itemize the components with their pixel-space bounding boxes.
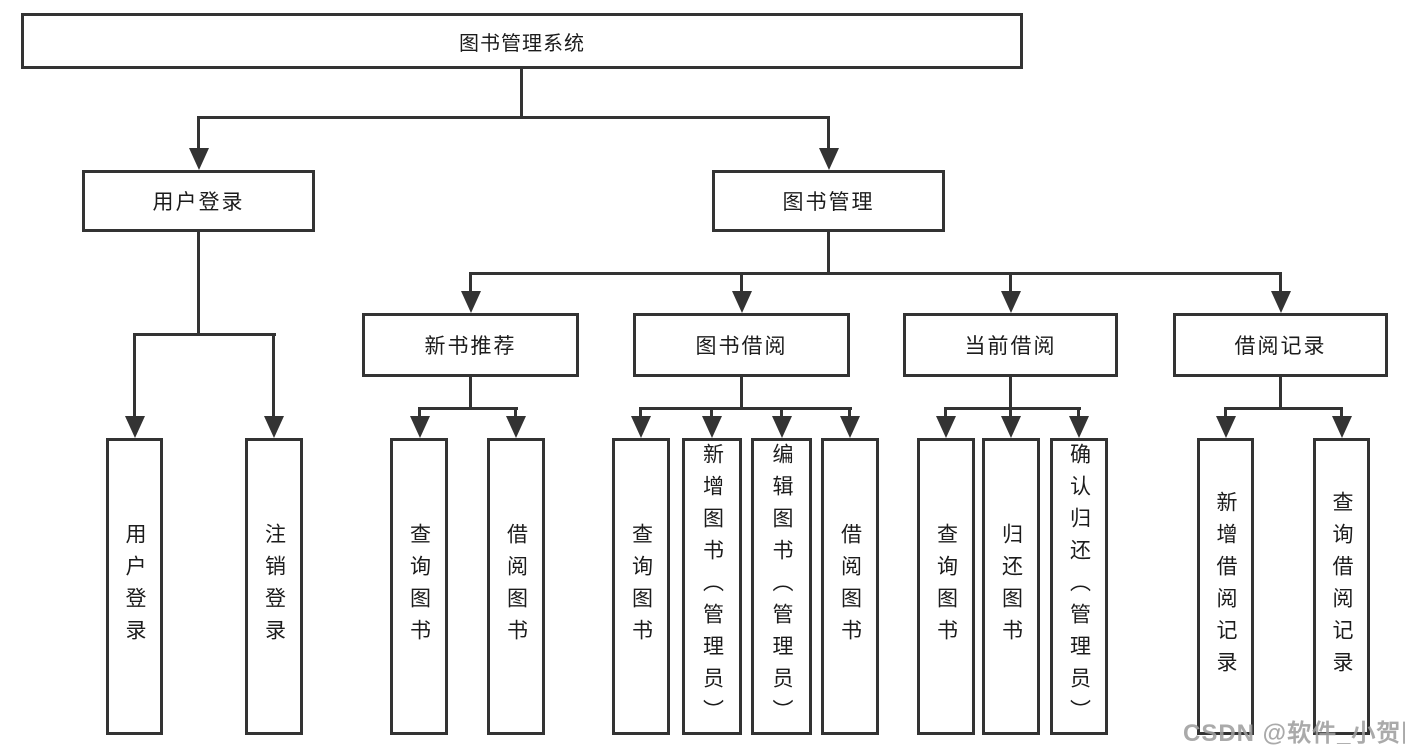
connector-hline [1224,407,1343,410]
csdn-watermark: CSDN @软件_小贺同学 [1183,720,1405,747]
leaf-nbr-borrow-book: 借阅图书 [487,438,545,735]
arrow-down-icon [124,336,145,438]
leaf-nbr-query-book-label: 查询图书 [407,522,431,651]
arrow-down-icon [701,410,722,438]
arrow-down-icon [1068,410,1089,438]
connector-hline [639,407,852,410]
leaf-cb-return-book-label: 归还图书 [999,522,1023,651]
arrow-down-icon [771,410,792,438]
leaf-bb-add-book: 新增图书（管理员） [682,438,742,735]
arrow-down-icon [1331,410,1352,438]
leaf-nbr-query-book: 查询图书 [390,438,448,735]
node-book-management: 图书管理 [712,170,945,232]
arrow-down-icon [460,275,481,313]
leaf-bb-borrow-book-label: 借阅图书 [838,522,862,651]
leaf-bb-query-book-label: 查询图书 [629,522,653,651]
node-book-management-label: 图书管理 [782,191,875,214]
arrow-down-icon [1270,275,1291,313]
arrow-down-icon [505,410,526,438]
leaf-logout-label: 注销登录 [262,522,286,651]
arrow-down-icon [935,410,956,438]
connector-vline [520,69,523,119]
node-new-book-recommend-label: 新书推荐 [424,335,517,358]
connector-hline [944,407,1081,410]
connector-hline [197,116,830,119]
arrow-down-icon [263,336,284,438]
leaf-cb-query-book: 查询图书 [917,438,975,735]
leaf-br-query-record-label: 查询借阅记录 [1330,490,1353,683]
arrow-down-icon [409,410,430,438]
node-root: 图书管理系统 [21,13,1023,69]
arrow-down-icon [1215,410,1236,438]
node-current-borrow-label: 当前借阅 [964,335,1057,358]
node-book-borrow: 图书借阅 [633,313,850,377]
arrow-down-icon [839,410,860,438]
leaf-bb-edit-book-label: 编辑图书（管理员） [770,442,793,731]
leaf-cb-confirm-return: 确认归还（管理员） [1050,438,1108,735]
connector-vline [469,377,472,410]
connector-vline [197,232,200,336]
leaf-bb-add-book-label: 新增图书（管理员） [700,442,724,731]
node-book-borrow-label: 图书借阅 [695,335,788,358]
connector-vline [740,377,743,410]
leaf-cb-query-book-label: 查询图书 [934,522,958,651]
node-borrow-record: 借阅记录 [1173,313,1388,377]
arrow-down-icon [1000,275,1021,313]
node-root-label: 图书管理系统 [459,32,585,55]
arrow-down-icon [1000,410,1021,438]
node-new-book-recommend: 新书推荐 [362,313,579,377]
leaf-cb-return-book: 归还图书 [982,438,1040,735]
arrow-down-icon [188,119,209,170]
connector-hline [469,272,1282,275]
leaf-logout: 注销登录 [245,438,303,735]
arrow-down-icon [630,410,651,438]
node-borrow-record-label: 借阅记录 [1234,335,1327,358]
node-current-borrow: 当前借阅 [903,313,1118,377]
leaf-br-add-record-label: 新增借阅记录 [1214,490,1237,683]
node-user-login: 用户登录 [82,170,315,232]
leaf-cb-confirm-return-label: 确认归还（管理员） [1067,442,1091,731]
leaf-nbr-borrow-book-label: 借阅图书 [504,522,528,651]
connector-hline [133,333,276,336]
connector-vline [827,232,830,275]
leaf-user-login: 用户登录 [106,438,163,735]
connector-vline [1279,377,1282,410]
leaf-bb-edit-book: 编辑图书（管理员） [751,438,812,735]
connector-hline [418,407,518,410]
leaf-user-login-label: 用户登录 [123,522,146,651]
arrow-down-icon [818,119,839,170]
leaf-bb-query-book: 查询图书 [612,438,670,735]
connector-vline [1009,377,1012,410]
node-user-login-label: 用户登录 [152,191,245,214]
leaf-br-add-record: 新增借阅记录 [1197,438,1254,735]
arrow-down-icon [731,275,752,313]
leaf-bb-borrow-book: 借阅图书 [821,438,879,735]
leaf-br-query-record: 查询借阅记录 [1313,438,1370,735]
